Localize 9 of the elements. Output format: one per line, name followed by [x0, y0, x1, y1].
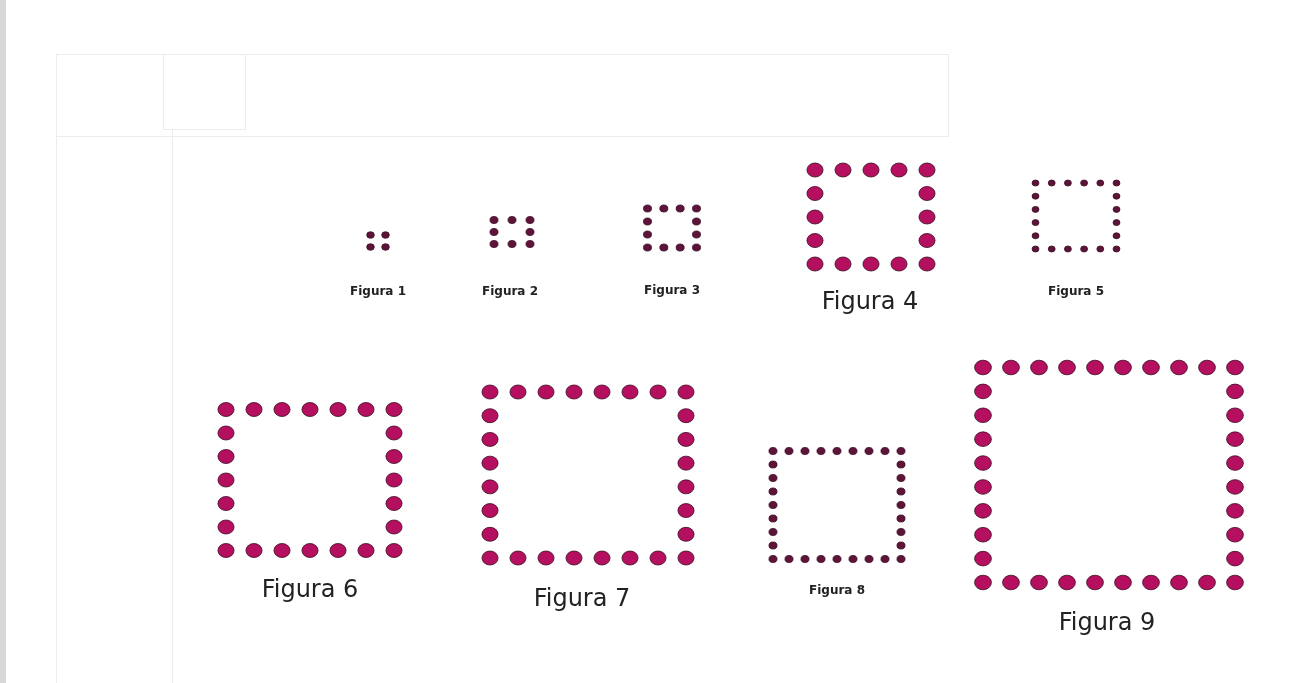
- figure-caption: Figura 8: [809, 584, 865, 596]
- figure-caption: Figura 9: [1058, 610, 1156, 634]
- figure-caption: Figura 2: [482, 285, 538, 297]
- figure-caption: Figura 7: [533, 586, 631, 610]
- figure-caption: Figura 3: [644, 284, 700, 296]
- figure-caption: Figura 6: [261, 577, 359, 601]
- figure-caption: Figura 4: [821, 289, 919, 313]
- figure-caption: Figura 5: [1048, 285, 1104, 297]
- figure-caption: Figura 1: [350, 285, 406, 297]
